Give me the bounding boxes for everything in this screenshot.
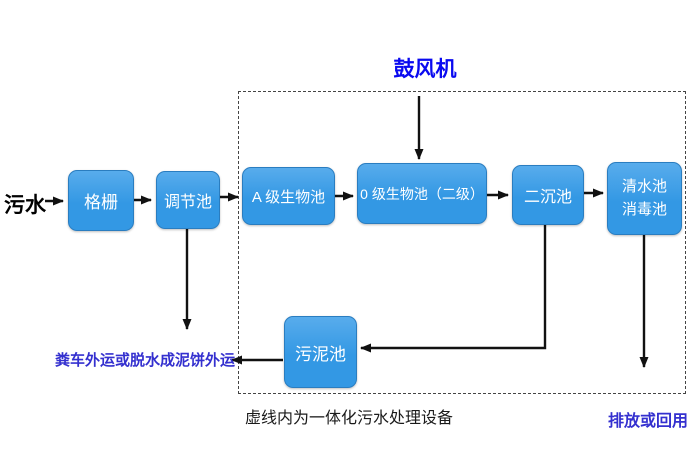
node-clearwater-disinfection-tank: 清水池 消毒池 bbox=[607, 162, 682, 235]
node-grid: 格栅 bbox=[68, 170, 134, 231]
node-o-level-bio-tank-label: 0 级生物池（二级） bbox=[360, 185, 484, 202]
arrow-sedimentation-to-sludge bbox=[360, 223, 547, 353]
sludge-disposal-label: 粪车外运或脱水成泥饼外运 bbox=[55, 352, 236, 369]
integrated-equipment-dashed-boundary bbox=[238, 91, 686, 394]
node-grid-label: 格栅 bbox=[84, 193, 118, 212]
node-disinfection-label: 消毒池 bbox=[621, 200, 667, 218]
node-regulating-tank: 调节池 bbox=[156, 171, 220, 229]
dashed-boundary-note: 虚线内为一体化污水处理设备 bbox=[245, 410, 454, 427]
node-a-level-bio-tank: A 级生物池 bbox=[242, 167, 335, 225]
discharge-label: 排放或回用 bbox=[607, 413, 688, 430]
node-a-level-bio-tank-label: A 级生物池 bbox=[251, 188, 326, 206]
node-clearwater-label: 清水池 bbox=[621, 178, 667, 195]
blower-label: 鼓风机 bbox=[393, 58, 457, 81]
node-sludge-tank: 污泥池 bbox=[284, 316, 357, 388]
node-sludge-tank-label: 污泥池 bbox=[295, 344, 346, 364]
node-regulating-tank-label: 调节池 bbox=[163, 194, 212, 211]
node-secondary-sedimentation-tank: 二沉池 bbox=[512, 165, 584, 225]
node-o-level-bio-tank: 0 级生物池（二级） bbox=[357, 163, 487, 224]
node-secondary-sedimentation-tank-label: 二沉池 bbox=[523, 189, 572, 206]
inflow-label: 污水 bbox=[4, 194, 46, 217]
